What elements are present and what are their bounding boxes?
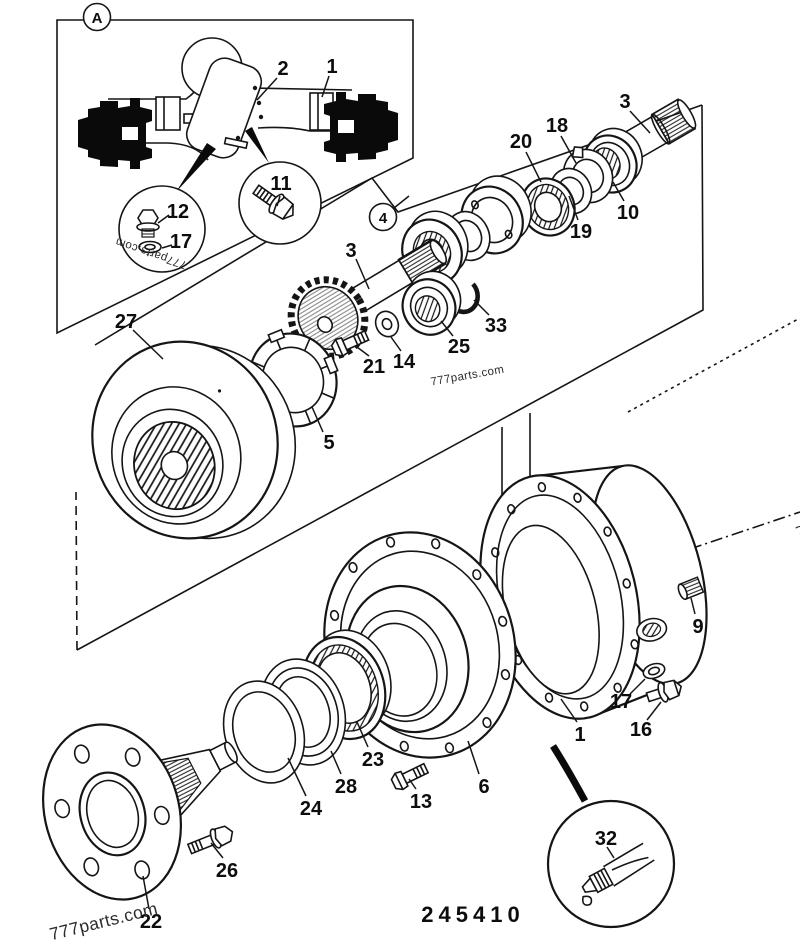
- sealant-detail-circle: [546, 799, 676, 929]
- watermark-right-edge: 777parts.com: [792, 519, 800, 596]
- callout-24: 24: [300, 798, 323, 820]
- pointer-wedge-left: [176, 143, 216, 192]
- lower-panel-dashdot-line: [689, 511, 800, 550]
- watermark-center: 777parts.com: [430, 364, 505, 389]
- part-pinion-shaft-3: [287, 238, 448, 360]
- flange-22-bolt-holes: [54, 744, 170, 880]
- callout-17-hub: 17: [610, 691, 632, 713]
- middle-panel-border-left-dashed: [75, 491, 78, 651]
- detail-circle-11: [238, 161, 322, 245]
- part-drum-27: [91, 340, 297, 540]
- callout-13: 13: [410, 791, 432, 813]
- pointer-wedge-right: [245, 127, 269, 163]
- part-bearing-25: [401, 270, 462, 336]
- callout-16: 16: [630, 719, 652, 741]
- part-bolt-21: [330, 329, 370, 357]
- inset-panel-border: [56, 19, 414, 335]
- inset-letter-circle: [82, 2, 112, 32]
- lower-panel-dotted-line: [627, 317, 800, 413]
- assembly-detail-circle-4: [368, 202, 398, 232]
- callout-23: 23: [362, 749, 384, 771]
- callout-labels: A 2 1 12 17 11 4 27 3 5 21 14 25 33 20 1…: [92, 10, 704, 933]
- callout-14: 14: [393, 351, 416, 373]
- callout-28: 28: [335, 776, 357, 798]
- leader-4: [393, 195, 410, 209]
- callout-11: 11: [270, 173, 291, 195]
- drawing-number: 245410: [421, 902, 524, 927]
- callout-5: 5: [323, 432, 334, 454]
- callout-2: 2: [277, 58, 288, 80]
- part-plug-9: [677, 576, 705, 601]
- callout-20: 20: [510, 131, 532, 153]
- inset-axle-overview: [78, 2, 398, 192]
- part-bolt-26: [186, 825, 234, 855]
- axle-hub-right-silhouette: [324, 92, 398, 162]
- callout-21: 21: [363, 356, 385, 378]
- callout-17-inset: 17: [170, 231, 192, 253]
- callout-22: 22: [140, 911, 162, 933]
- callout-33: 33: [485, 315, 507, 337]
- sealant-leader-curve: [550, 744, 589, 803]
- sealant-tube-32: [581, 842, 655, 906]
- leader-lines: [132, 75, 696, 910]
- part-bolt-16: [645, 679, 683, 703]
- callout-27: 27: [115, 311, 137, 333]
- cover-lip: [223, 136, 249, 150]
- upper-exploded-group: [91, 98, 697, 540]
- callout-32: 32: [595, 828, 617, 850]
- axle-hub-left-silhouette: [78, 98, 152, 169]
- callout-12: 12: [167, 201, 189, 223]
- callout-4: 4: [379, 210, 388, 227]
- callout-18: 18: [546, 115, 568, 137]
- middle-panel-border-right-bottom: [76, 104, 704, 651]
- part-bolt-13: [390, 762, 430, 791]
- callout-6: 6: [478, 776, 489, 798]
- callout-9: 9: [692, 616, 703, 638]
- callout-1-inset: 1: [326, 56, 337, 78]
- callout-3-shaft: 3: [345, 240, 356, 262]
- part-washer-14: [374, 310, 400, 338]
- inset-letter-label: A: [92, 10, 103, 27]
- part-washer-17-inset: [138, 240, 162, 254]
- callout-19: 19: [570, 221, 592, 243]
- watermark-bottom-left: 777parts.com: [47, 898, 159, 944]
- part-flange-22: [41, 723, 238, 901]
- lower-exploded-group: [41, 464, 708, 929]
- detail-circle-12-17: [118, 185, 206, 273]
- callout-26: 26: [216, 860, 238, 882]
- callout-3-stub: 3: [619, 91, 630, 113]
- callout-25: 25: [448, 336, 470, 358]
- spring-seat-left: [155, 96, 181, 131]
- callout-10: 10: [617, 202, 639, 224]
- part-bolt-12: [136, 209, 160, 238]
- callout-1-hub: 1: [574, 724, 585, 746]
- middle-panel-border-top: [94, 104, 703, 346]
- part-ring-24: [222, 680, 306, 784]
- part-washer-17: [642, 662, 666, 680]
